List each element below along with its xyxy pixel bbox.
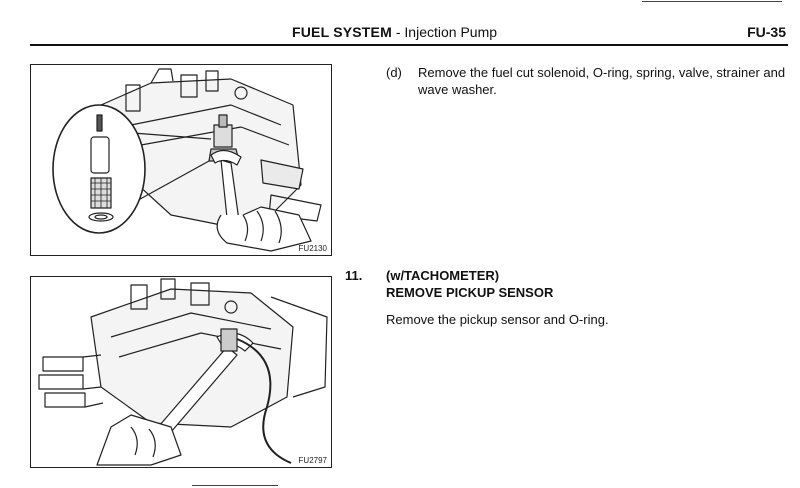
page-number: FU-35 [747,24,786,40]
step-letter: (d) [386,65,402,80]
solenoid-illustration [52,68,322,252]
subsection-title: Injection Pump [404,24,498,40]
figure-fuel-cut-solenoid: FU2130 [30,64,332,256]
page-header: FUEL SYSTEM - Injection Pump FU-35 [30,24,788,44]
header-title: FUEL SYSTEM - Injection Pump [292,24,497,40]
figure-id-label: FU2130 [298,244,327,253]
step-condition: (w/TACHOMETER) [386,268,500,283]
section-title: FUEL SYSTEM [292,24,392,40]
figure-id-label: FU2797 [298,456,327,465]
step-number: 11. [345,268,363,283]
header-rule [30,44,788,46]
step-heading: REMOVE PICKUP SENSOR [386,285,554,300]
title-separator: - [391,24,405,40]
step-text: Remove the pickup sensor and O-ring. [386,312,609,327]
figure-pickup-sensor: FU2797 [30,276,332,468]
step-text: Remove the fuel cut solenoid, O-ring, sp… [418,65,786,97]
bottom-decorative-line [192,485,278,486]
top-decorative-line [642,1,782,2]
pickup-sensor-illustration [38,278,328,466]
